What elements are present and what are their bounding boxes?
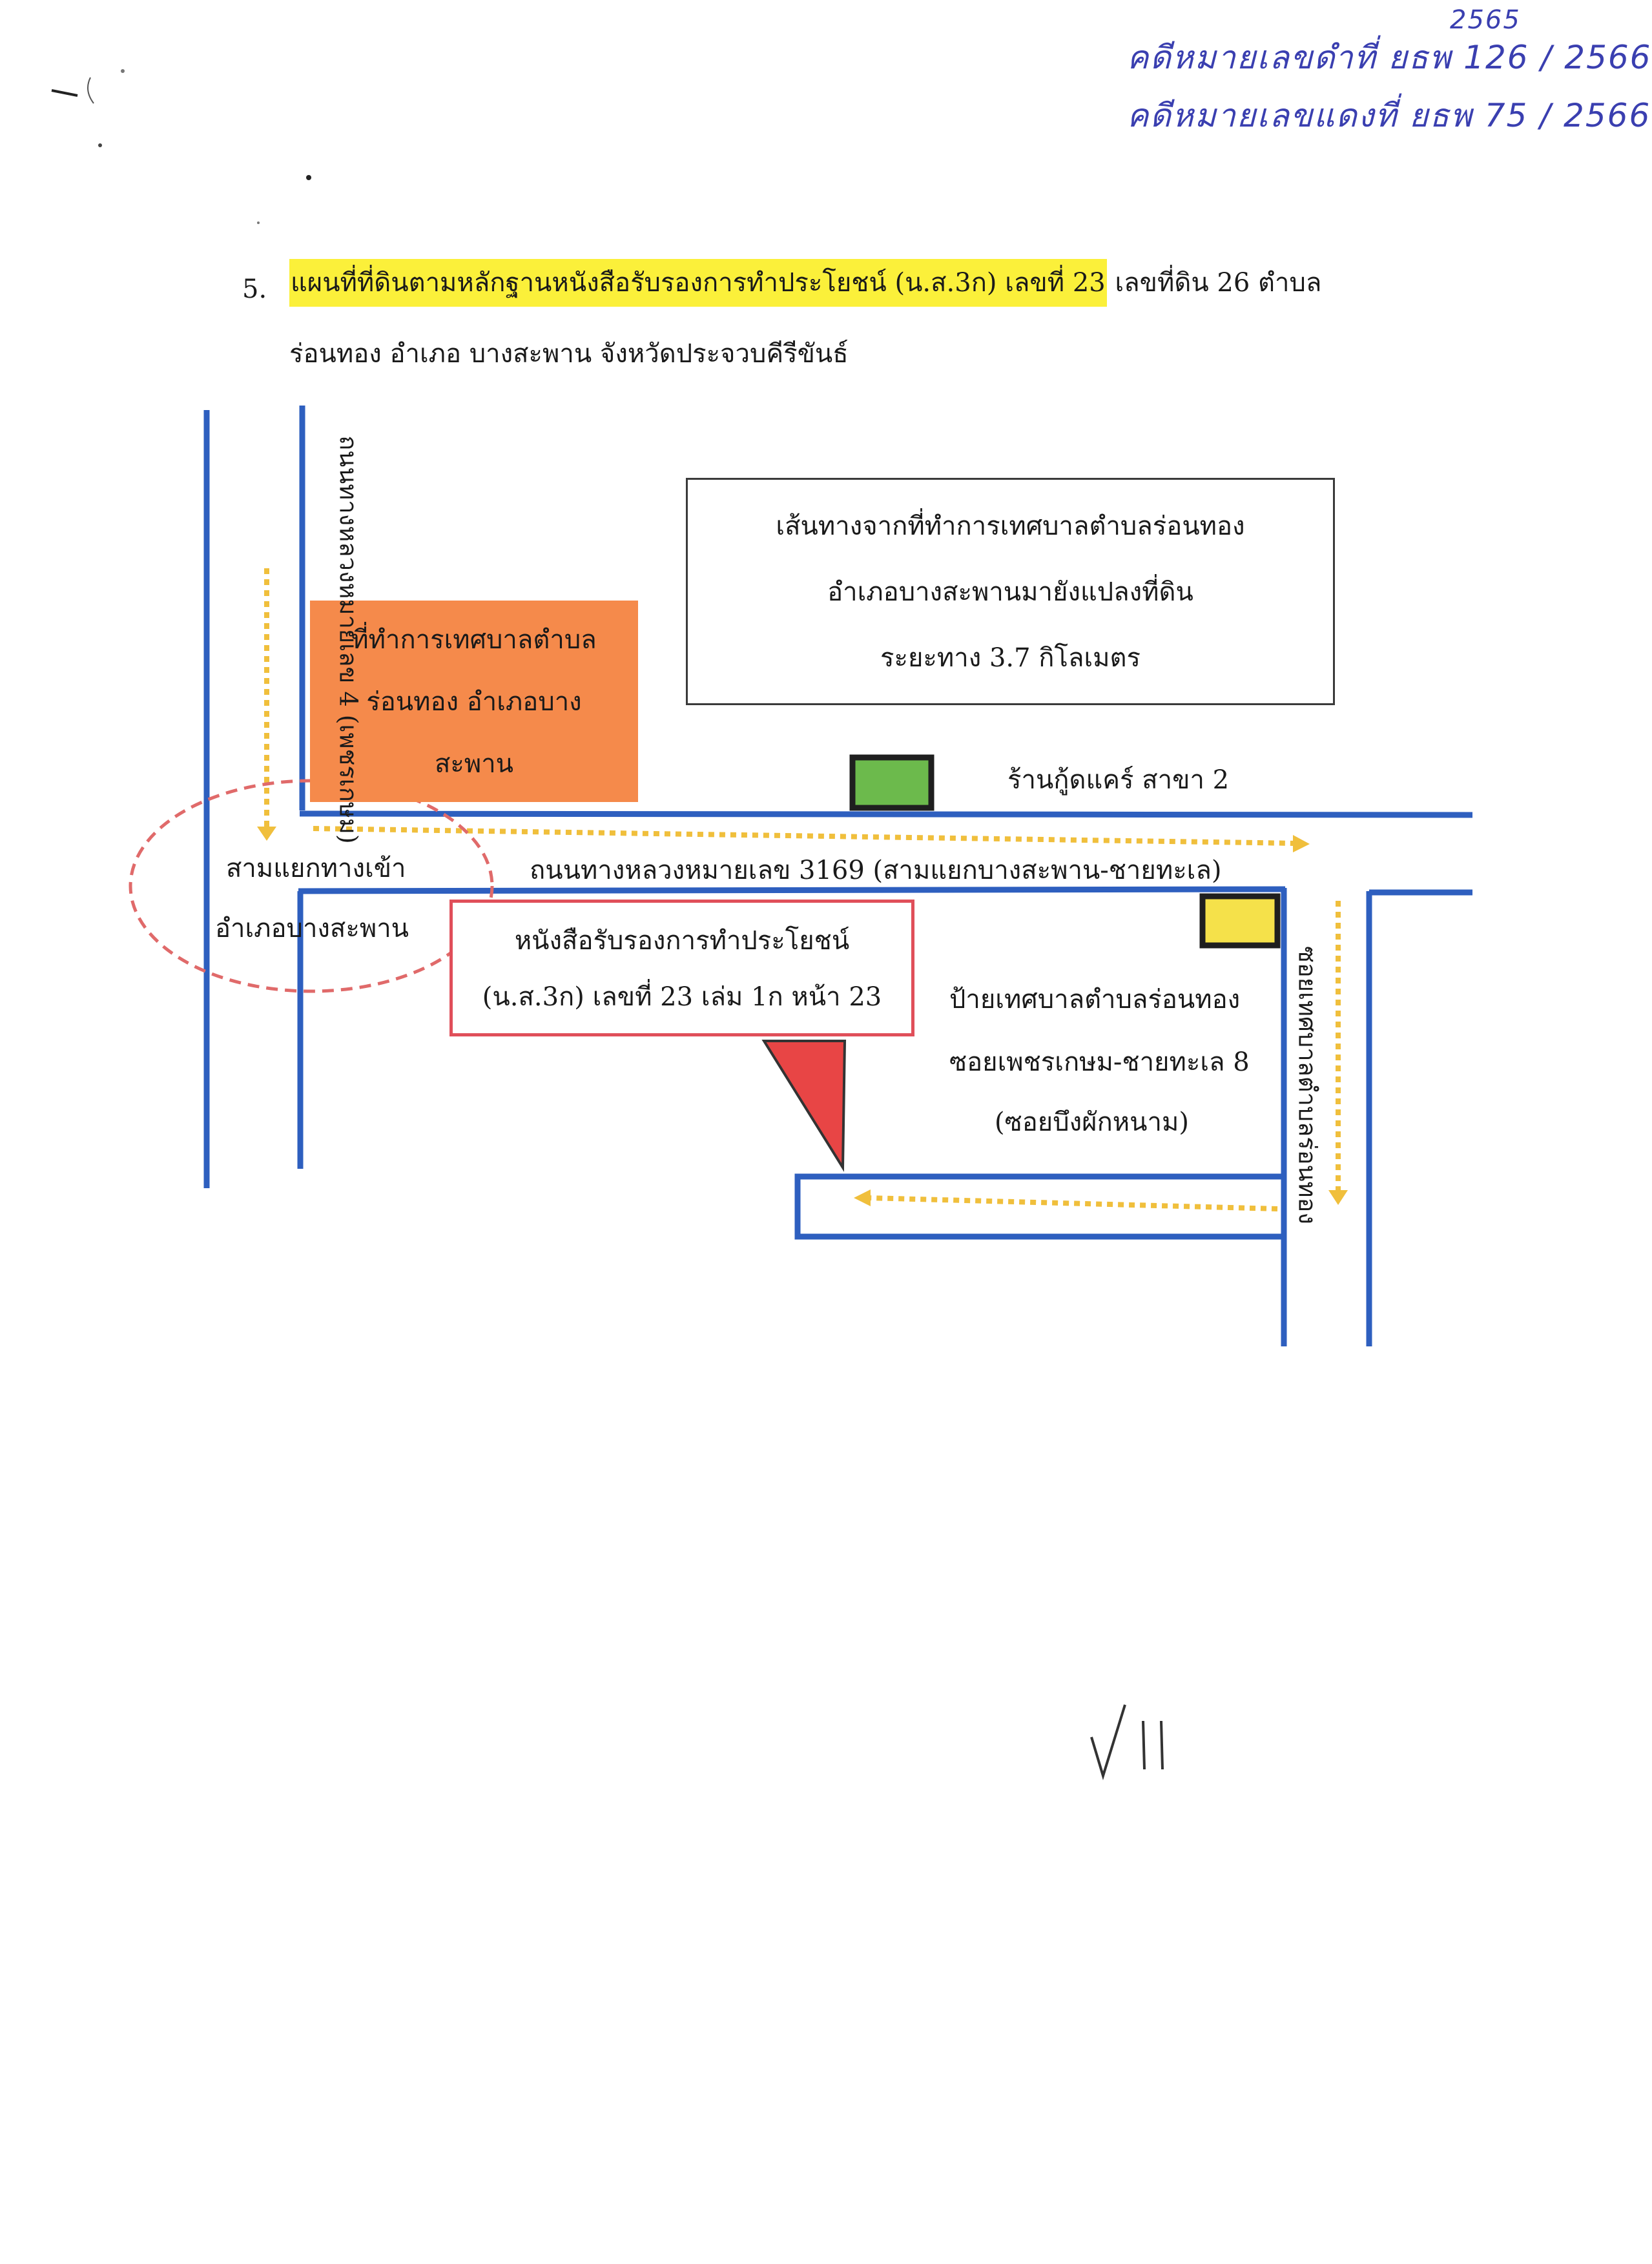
soi-sign-line3: (ซอยบึงผักหนาม) [995, 1107, 1189, 1137]
sign-marker [1199, 893, 1281, 949]
heading-line2: ร่อนทอง อำเภอ บางสะพาน จังหวัดประจวบคีรี… [289, 339, 849, 369]
heading-line1: แผนที่ที่ดินตามหลักฐานหนังสือรับรองการทำ… [289, 259, 1322, 307]
soi-sign-line1: ป้ายเทศบาลตำบลร่อนทอง [949, 985, 1241, 1014]
route-info-line3: ระยะทาง 3.7 กิโลเมตร [880, 643, 1141, 673]
certificate-line1: หนังสือรับรองการทำประโยชน์ [514, 925, 850, 956]
map-graphics [129, 406, 1473, 1346]
municipal-office-line1: ที่ทำการเทศบาลตำบล [351, 625, 597, 655]
municipal-office-block: ที่ทำการเทศบาลตำบล ร่อนทอง อำเภอบาง สะพา… [310, 601, 638, 802]
junction-label-line1: สามแยกทางเข้า [226, 854, 406, 883]
heading-highlight: แผนที่ที่ดินตามหลักฐานหนังสือรับรองการทำ… [289, 259, 1107, 307]
highway3169-bottom-edge-left [298, 886, 1286, 894]
junction-label-line2: อำเภอบางสะพาน [215, 914, 409, 943]
certificate-line2: (น.ส.3ก) เลขที่ 23 เล่ม 1ก หน้า 23 [482, 982, 882, 1012]
route-info-line1: เส้นทางจากที่ทำการเทศบาลตำบลร่อนทอง [776, 511, 1245, 541]
scan-marks [51, 69, 311, 224]
shop-marker [849, 754, 934, 811]
black-case-correction: 2565 [1450, 5, 1521, 35]
route-info-box: เส้นทางจากที่ทำการเทศบาลตำบลร่อนทอง อำเภ… [686, 478, 1335, 705]
highway3169-label: ถนนทางหลวงหมายเลข 3169 (สามแยกบางสะพาน-ช… [530, 856, 1222, 885]
municipal-office-line3: สะพาน [434, 749, 514, 779]
soi-sign-line2: ซอยเพชรเกษม-ชายทะเล 8 [949, 1047, 1250, 1077]
plot-location-pin [761, 1040, 847, 1172]
route-arrow [264, 568, 1341, 1211]
highway3169-top-edge [299, 810, 1473, 818]
highway4-label: ถนนทางหลวงหมายเลข 4 (เพชรเกษม) [334, 435, 363, 844]
plot-lane [794, 1173, 1284, 1240]
certificate-box: หนังสือรับรองการทำประโยชน์ (น.ส.3ก) เลขท… [449, 900, 914, 1036]
route-info-line2: อำเภอบางสะพานมายังแปลงที่ดิน [827, 577, 1193, 607]
heading-rest: เลขที่ดิน 26 ตำบล [1115, 268, 1322, 298]
red-case-number: คดีหมายเลขแดงที่ ยธพ 75 / 2566 [1127, 97, 1651, 134]
black-case-number: คดีหมายเลขดำที่ ยธพ 126 / 2566 [1127, 39, 1652, 76]
shop-label: ร้านกู้ดแคร์ สาขา 2 [1007, 765, 1230, 795]
heading-number: 5. [242, 274, 267, 304]
checkmark-signature [1090, 1704, 1164, 1780]
route-arrowheads [257, 827, 1348, 1206]
soi-road-label: ซอยเทศบาลตำบลร่อนทอง [1293, 946, 1322, 1224]
municipal-office-line2: ร่อนทอง อำเภอบาง [366, 687, 582, 717]
